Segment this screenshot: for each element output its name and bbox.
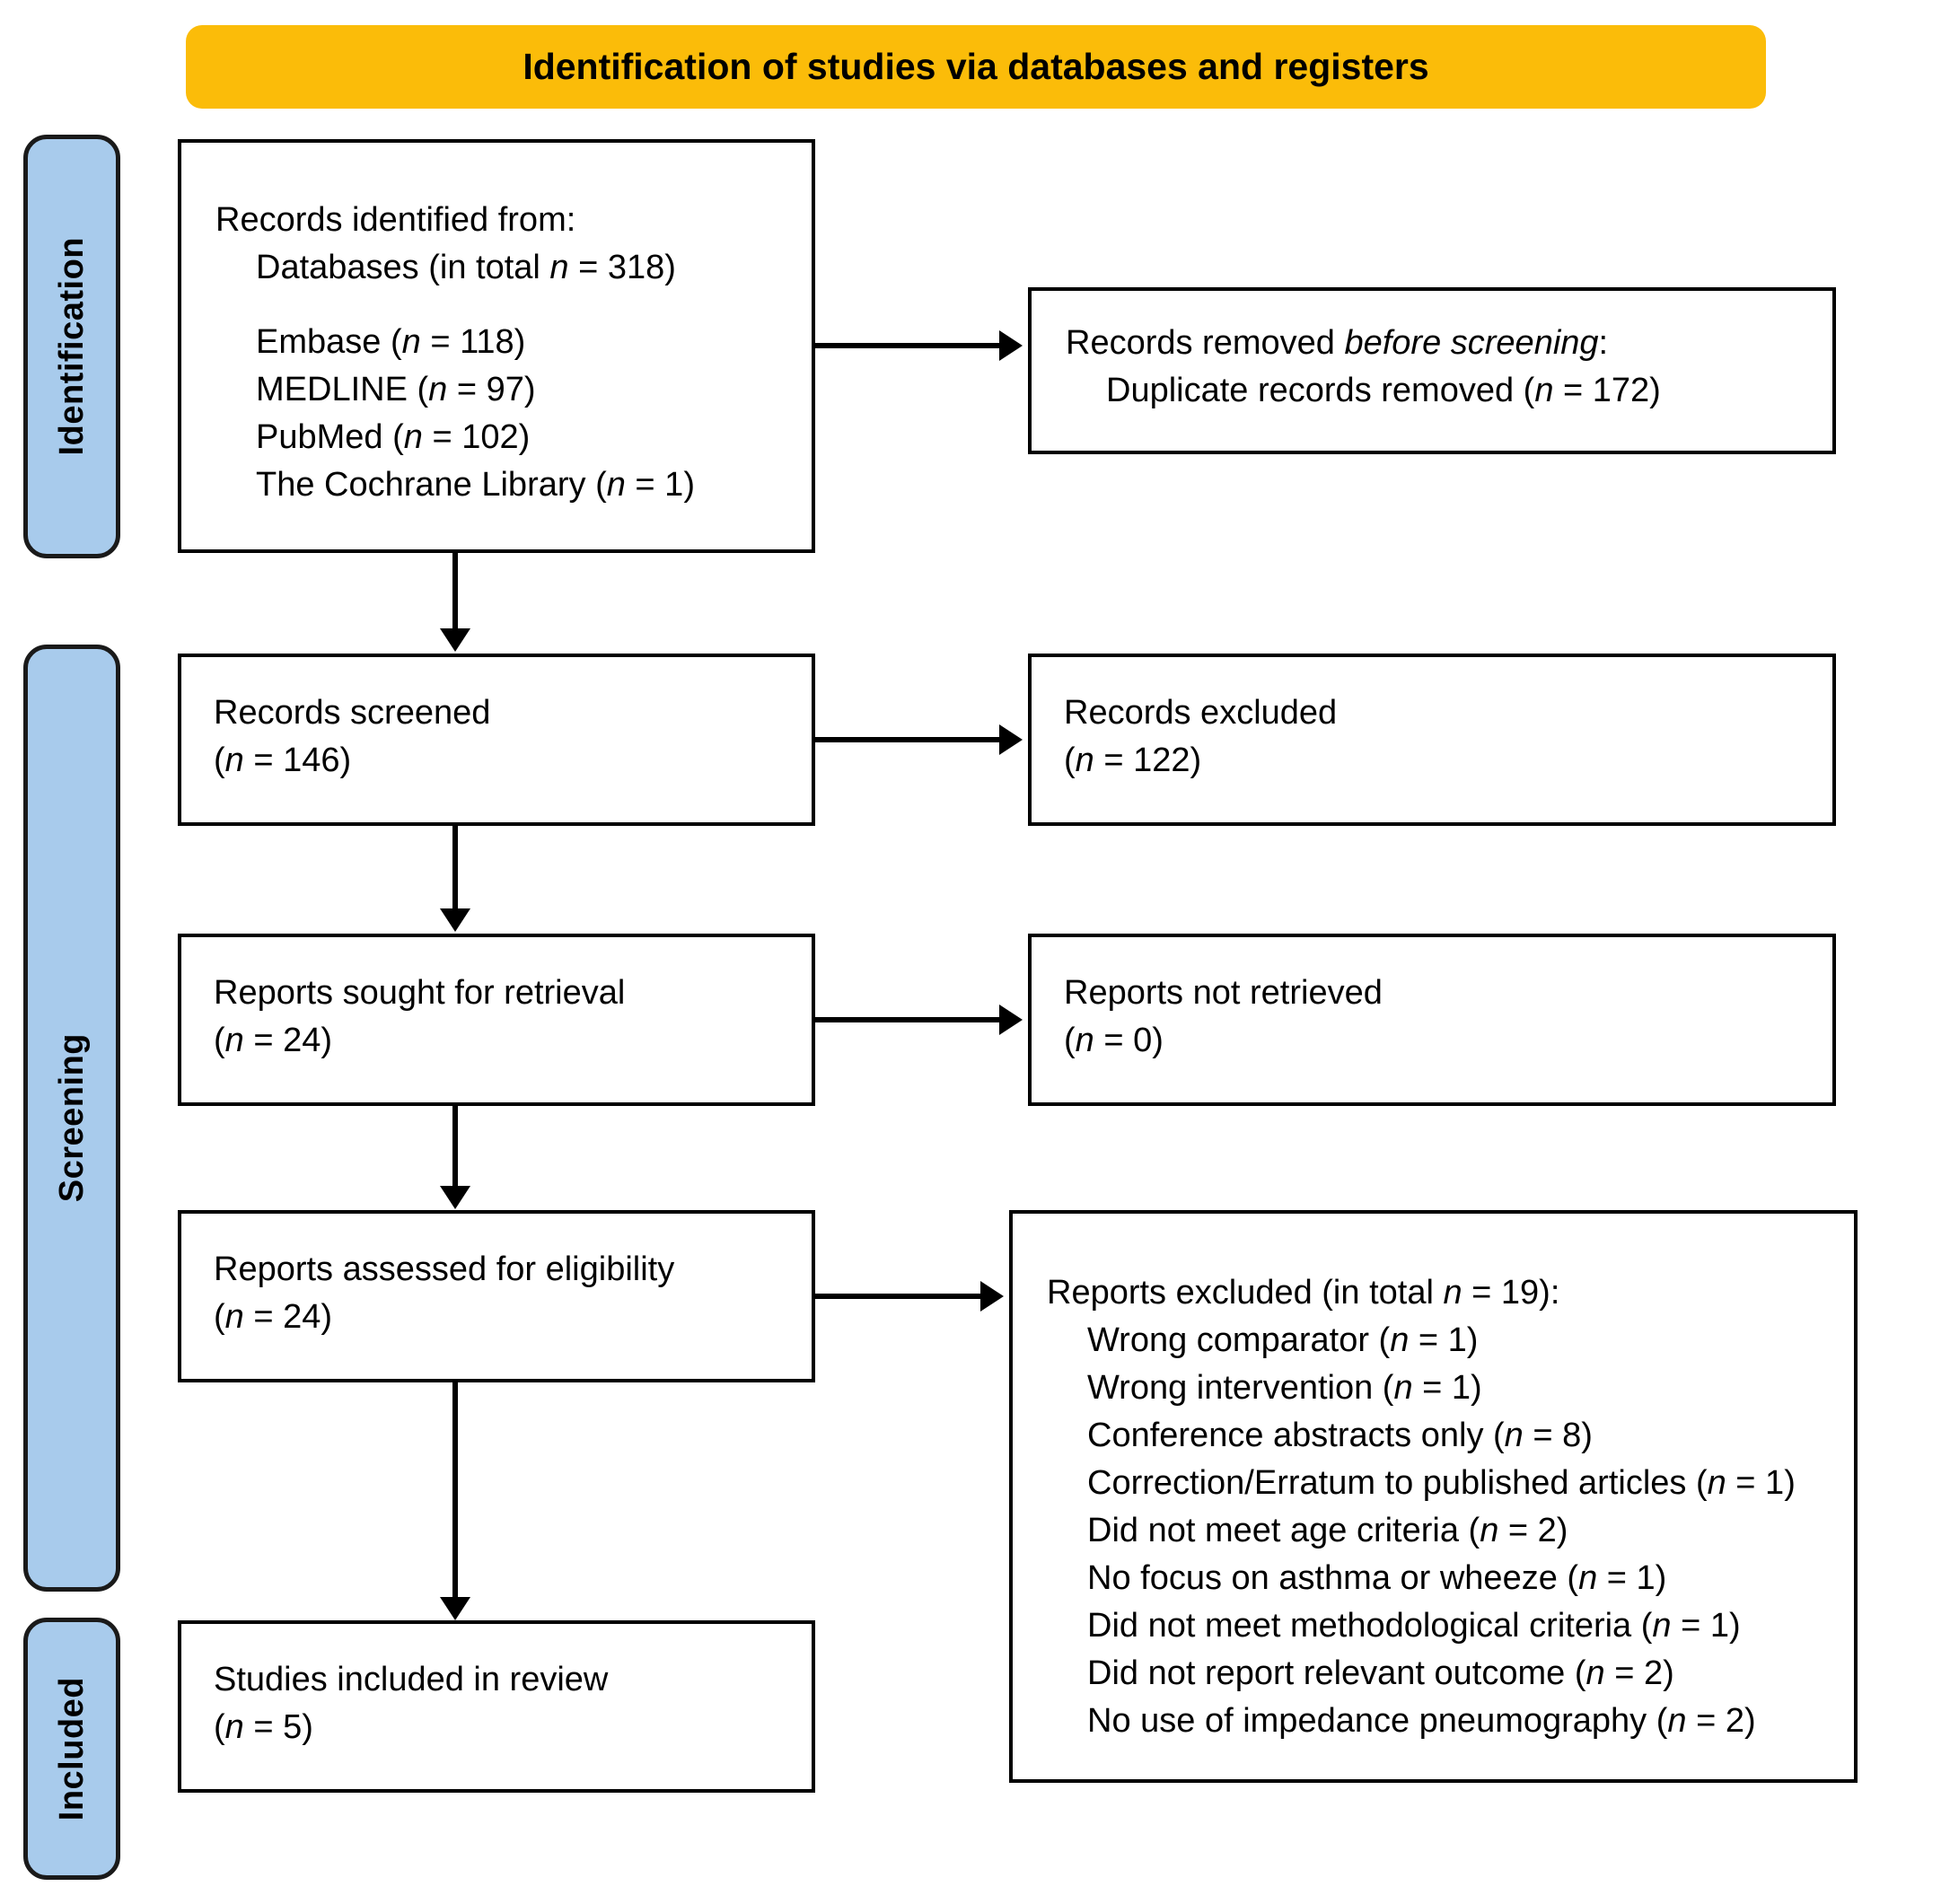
box-records-identified: Records identified from: Databases (in t…	[178, 139, 815, 553]
box-records-removed-content: Records removed before screening: Duplic…	[1066, 320, 1816, 415]
connector-identified-to-screened	[452, 553, 458, 634]
line-records-removed-header: Records removed before screening:	[1066, 324, 1609, 362]
phase-label-identification: Identification	[52, 237, 91, 456]
phase-label-included: Included	[52, 1676, 91, 1821]
box-reports-sought-content: Reports sought for retrieval (n = 24)	[214, 970, 795, 1065]
arrow-head-assessed-to-included	[440, 1597, 470, 1620]
box-reports-assessed: Reports assessed for eligibility (n = 24…	[178, 1210, 815, 1382]
line-excl-conference-abstracts: Conference abstracts only (n = 8)	[1087, 1417, 1593, 1454]
box-records-screened-content: Records screened (n = 146)	[214, 689, 795, 785]
connector-sought-to-not-retrieved	[815, 1017, 1005, 1022]
header-banner: Identification of studies via databases …	[186, 25, 1766, 109]
line-reports-assessed-label: Reports assessed for eligibility	[214, 1250, 675, 1288]
line-spacer	[215, 292, 795, 319]
line-pubmed: PubMed (n = 102)	[256, 418, 531, 456]
phase-label-screening: Screening	[52, 1033, 91, 1203]
box-records-excluded: Records excluded (n = 122)	[1028, 654, 1836, 826]
arrow-head-screened-to-excluded	[999, 724, 1023, 755]
line-reports-sought-label: Reports sought for retrieval	[214, 974, 626, 1012]
line-medline: MEDLINE (n = 97)	[256, 371, 536, 408]
connector-identified-to-removed	[815, 343, 1005, 348]
line-excl-no-asthma-focus: No focus on asthma or wheeze (n = 1)	[1087, 1559, 1667, 1597]
line-studies-included-label: Studies included in review	[214, 1661, 609, 1698]
phase-pill-included: Included	[23, 1618, 120, 1880]
line-records-screened-count: (n = 146)	[214, 741, 352, 779]
line-reports-excluded-header: Reports excluded (in total n = 19):	[1047, 1274, 1560, 1312]
box-records-removed: Records removed before screening: Duplic…	[1028, 287, 1836, 454]
box-studies-included: Studies included in review (n = 5)	[178, 1620, 815, 1793]
line-records-screened-label: Records screened	[214, 694, 491, 732]
box-records-screened: Records screened (n = 146)	[178, 654, 815, 826]
line-reports-assessed-count: (n = 24)	[214, 1298, 333, 1336]
box-studies-included-content: Studies included in review (n = 5)	[214, 1656, 795, 1751]
line-cochrane: The Cochrane Library (n = 1)	[256, 466, 695, 504]
line-duplicates-removed: Duplicate records removed (n = 172)	[1106, 372, 1661, 409]
connector-assessed-to-included	[452, 1382, 458, 1602]
box-records-identified-content: Records identified from: Databases (in t…	[215, 197, 795, 509]
line-excl-age-criteria: Did not meet age criteria (n = 2)	[1087, 1512, 1568, 1549]
box-reports-excluded: Reports excluded (in total n = 19): Wron…	[1009, 1210, 1858, 1783]
line-excl-correction-erratum: Correction/Erratum to published articles…	[1087, 1464, 1796, 1502]
connector-screened-to-excluded	[815, 737, 1005, 742]
header-banner-title: Identification of studies via databases …	[523, 46, 1429, 87]
line-embase: Embase (n = 118)	[256, 323, 526, 361]
box-reports-not-retrieved: Reports not retrieved (n = 0)	[1028, 934, 1836, 1106]
box-reports-not-retrieved-content: Reports not retrieved (n = 0)	[1064, 970, 1816, 1065]
arrow-head-screened-to-sought	[440, 908, 470, 932]
line-databases-total: Databases (in total n = 318)	[256, 249, 676, 286]
line-studies-included-count: (n = 5)	[214, 1708, 313, 1746]
line-excl-no-impedance-pneumography: No use of impedance pneumography (n = 2)	[1087, 1702, 1756, 1740]
arrow-head-identified-to-removed	[999, 330, 1023, 361]
line-records-excluded-count: (n = 122)	[1064, 741, 1202, 779]
connector-sought-to-assessed	[452, 1106, 458, 1191]
connector-assessed-to-excluded	[815, 1294, 986, 1299]
arrow-head-assessed-to-excluded	[980, 1281, 1004, 1312]
phase-pill-screening: Screening	[23, 645, 120, 1592]
connector-screened-to-sought	[452, 826, 458, 914]
line-records-identified-header: Records identified from:	[215, 201, 576, 239]
line-excl-no-relevant-outcome: Did not report relevant outcome (n = 2)	[1087, 1654, 1674, 1692]
line-records-excluded-label: Records excluded	[1064, 694, 1338, 732]
line-excl-wrong-intervention: Wrong intervention (n = 1)	[1087, 1369, 1482, 1407]
line-excl-wrong-comparator: Wrong comparator (n = 1)	[1087, 1321, 1479, 1359]
arrow-head-identified-to-screened	[440, 628, 470, 652]
box-records-excluded-content: Records excluded (n = 122)	[1064, 689, 1816, 785]
box-reports-assessed-content: Reports assessed for eligibility (n = 24…	[214, 1246, 795, 1341]
box-reports-sought: Reports sought for retrieval (n = 24)	[178, 934, 815, 1106]
arrow-head-sought-to-assessed	[440, 1186, 470, 1209]
phase-pill-identification: Identification	[23, 135, 120, 558]
line-reports-sought-count: (n = 24)	[214, 1022, 333, 1059]
line-excl-methodological-criteria: Did not meet methodological criteria (n …	[1087, 1607, 1741, 1645]
line-reports-not-retrieved-count: (n = 0)	[1064, 1022, 1164, 1059]
arrow-head-sought-to-not-retrieved	[999, 1005, 1023, 1035]
line-reports-not-retrieved-label: Reports not retrieved	[1064, 974, 1383, 1012]
box-reports-excluded-content: Reports excluded (in total n = 19): Wron…	[1047, 1269, 1838, 1745]
